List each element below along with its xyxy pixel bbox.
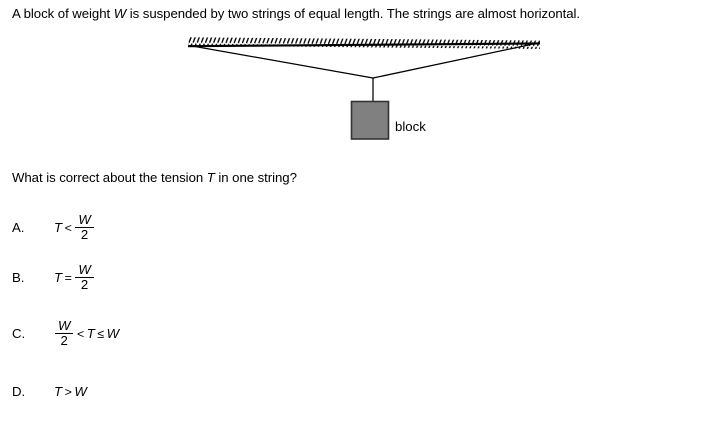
option-a-lhs: T xyxy=(54,219,63,235)
option-b[interactable]: B. T = W 2 xyxy=(12,256,95,300)
question-variable-t: T xyxy=(206,170,215,185)
option-c-fraction: W 2 xyxy=(55,317,74,349)
option-a-denominator: 2 xyxy=(80,227,89,243)
option-b-formula: T = W 2 xyxy=(54,261,95,293)
option-a-fraction: W 2 xyxy=(75,211,94,243)
option-b-relation: = xyxy=(64,270,72,285)
option-b-letter: B. xyxy=(12,270,25,285)
option-d[interactable]: D. T > W xyxy=(12,370,87,414)
physics-diagram: block xyxy=(0,34,723,154)
option-b-denominator: 2 xyxy=(80,277,89,293)
option-c-relation-1: < xyxy=(76,326,85,341)
option-d-lhs: T xyxy=(54,384,63,399)
fraction-bar-icon xyxy=(75,276,94,279)
option-d-relation: > xyxy=(64,385,72,399)
option-c-denominator: 2 xyxy=(60,333,68,349)
option-c-numerator: W xyxy=(58,317,71,333)
option-a-relation: < xyxy=(64,220,72,235)
option-b-fraction: W 2 xyxy=(75,261,94,293)
option-c-middle: T xyxy=(86,325,95,341)
option-a-formula: T < W 2 xyxy=(54,211,95,243)
fraction-bar-icon xyxy=(75,226,94,229)
question-prompt: What is correct about the tension T in o… xyxy=(12,170,297,186)
option-b-numerator: W xyxy=(78,261,91,277)
option-c-rhs: W xyxy=(106,325,120,341)
option-b-lhs: T xyxy=(54,269,63,285)
option-a-numerator: W xyxy=(78,211,91,227)
stem-text-part1: A block of weight xyxy=(12,6,114,21)
option-a-letter: A. xyxy=(12,220,25,235)
stem-variable-w: W xyxy=(113,6,127,21)
string-left xyxy=(189,44,374,79)
block-shape xyxy=(350,100,390,140)
option-c-relation-2: ≤ xyxy=(97,326,105,341)
ceiling-line xyxy=(187,42,541,48)
option-d-formula: T > W xyxy=(54,384,87,400)
question-text-part1: What is correct about the tension xyxy=(12,170,207,185)
option-d-rhs: W xyxy=(74,384,87,399)
fraction-bar-icon xyxy=(55,332,74,335)
option-c-formula: W 2 < T ≤ W xyxy=(54,317,120,349)
stem-text-part2: is suspended by two strings of equal len… xyxy=(126,6,581,21)
question-stem: A block of weight W is suspended by two … xyxy=(12,6,580,22)
option-c[interactable]: C. W 2 < T ≤ W xyxy=(12,312,119,356)
question-text-part2: in one string? xyxy=(214,170,297,185)
option-c-letter: C. xyxy=(12,326,26,341)
option-a[interactable]: A. T < W 2 xyxy=(12,206,95,250)
option-d-letter: D. xyxy=(12,384,26,399)
block-label: block xyxy=(395,119,426,134)
string-right xyxy=(372,42,539,79)
